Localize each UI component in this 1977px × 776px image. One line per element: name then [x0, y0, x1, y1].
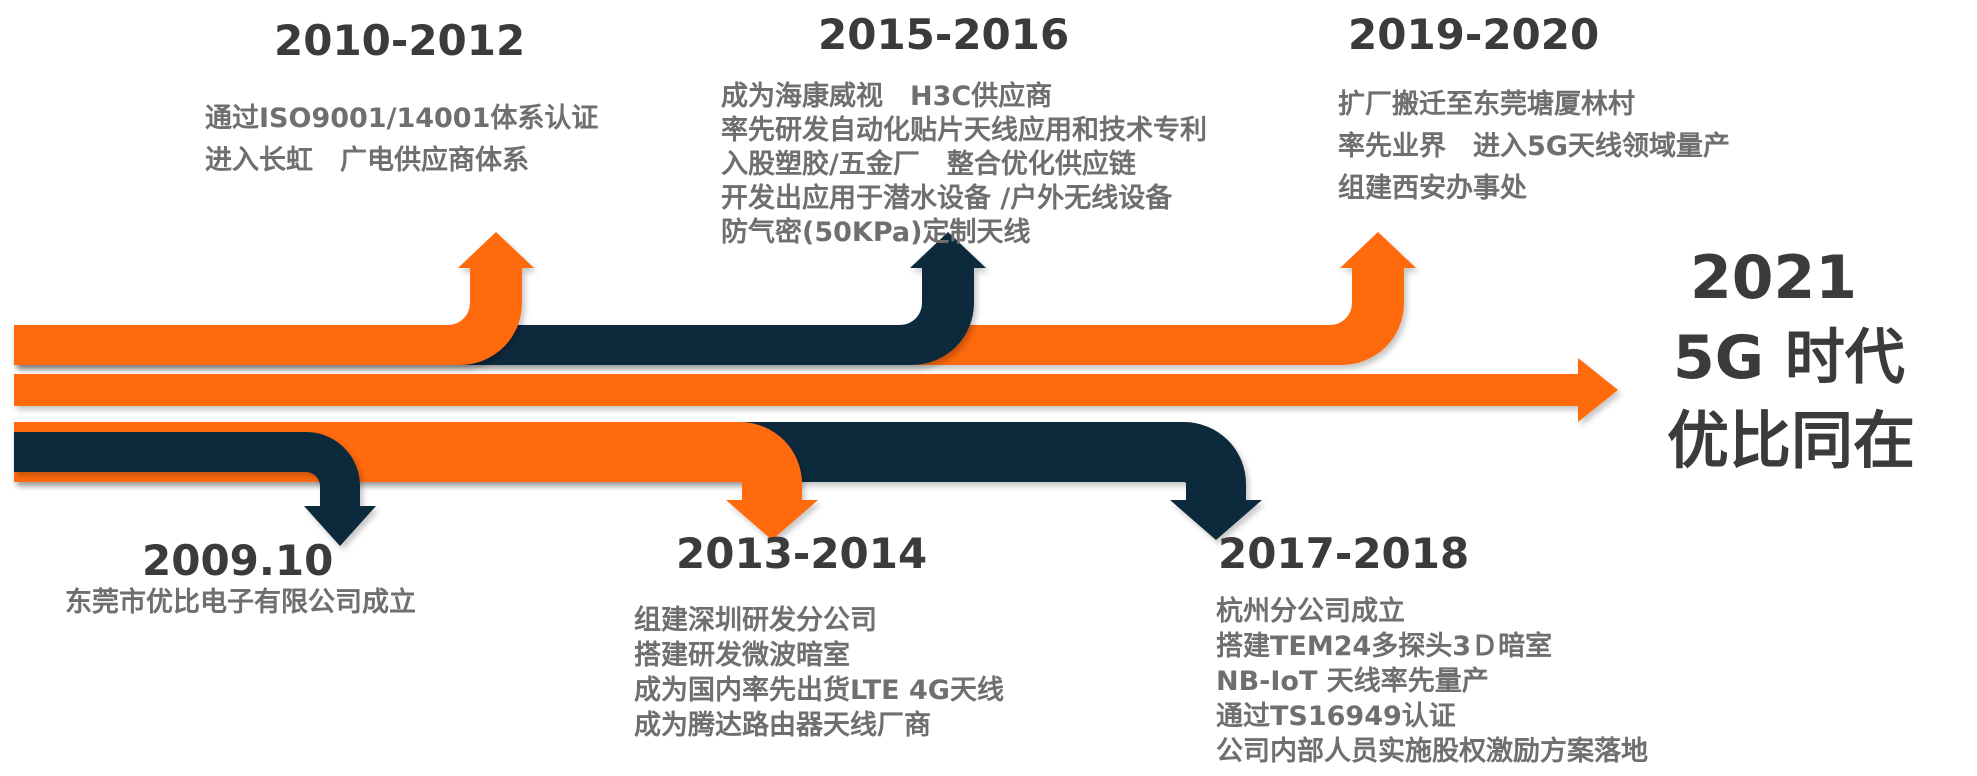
branch-arrow-2010-2012: [14, 232, 534, 365]
milestone-items-2017-2018: 杭州分公司成立 搭建TEM24多探头3Ｄ暗室 NB-IoT 天线率先量产 通过T…: [1216, 594, 1648, 769]
branch-arrow-2009-10: [14, 432, 376, 546]
milestone-item: 组建西安办事处: [1338, 173, 1527, 204]
milestone-item: 组建深圳研发分公司: [634, 605, 877, 636]
milestone-item: 率先研发自动化贴片天线应用和技术专利: [721, 115, 1207, 146]
milestone-item: 杭州分公司成立: [1216, 596, 1405, 627]
milestone-item: 通过ISO9001/14001体系认证: [205, 103, 599, 134]
milestone-item: 开发出应用于潜水设备 /户外无线设备: [721, 183, 1173, 214]
milestone-year-2015-2016: 2015-2016: [818, 10, 1070, 59]
milestone-item: 公司内部人员实施股权激励方案落地: [1216, 736, 1648, 767]
milestone-item: 扩厂搬迁至东莞塘厦林村: [1338, 89, 1635, 120]
main-arrow: [14, 358, 1618, 422]
milestone-item: NB-IoT 天线率先量产: [1216, 666, 1489, 697]
milestone-items-2015-2016: 成为海康威视 H3C供应商 率先研发自动化贴片天线应用和技术专利 入股塑胶/五金…: [721, 80, 1207, 250]
milestone-item: 率先业界 进入5G天线领域量产: [1338, 131, 1730, 162]
milestone-item: 通过TS16949认证: [1216, 701, 1456, 732]
milestone-item: 成为国内率先出货LTE 4G天线: [634, 675, 1004, 706]
milestone-items-2019-2020: 扩厂搬迁至东莞塘厦林村 率先业界 进入5G天线领域量产 组建西安办事处: [1338, 84, 1730, 210]
milestone-year-2017-2018: 2017-2018: [1218, 529, 1470, 578]
milestone-items-2013-2014: 组建深圳研发分公司 搭建研发微波暗室 成为国内率先出货LTE 4G天线 成为腾达…: [634, 603, 1004, 743]
milestone-item: 进入长虹 广电供应商体系: [205, 145, 529, 176]
milestone-item: 入股塑胶/五金厂 整合优化供应链: [721, 149, 1136, 180]
milestone-year-2009-10: 2009.10: [142, 536, 334, 585]
milestone-item: 东莞市优比电子有限公司成立: [65, 587, 416, 618]
finale-year: 2021: [1690, 243, 1857, 313]
finale-line-1: 5G 时代: [1673, 323, 1905, 393]
milestone-item: 搭建研发微波暗室: [634, 640, 850, 671]
milestone-item: 搭建TEM24多探头3Ｄ暗室: [1216, 631, 1553, 662]
milestone-year-2010-2012: 2010-2012: [274, 16, 526, 65]
milestone-year-2019-2020: 2019-2020: [1348, 10, 1600, 59]
milestone-item: 成为海康威视 H3C供应商: [721, 81, 1053, 112]
milestone-items-2009-10: 东莞市优比电子有限公司成立: [65, 585, 416, 620]
milestone-item: 防气密(50KPa)定制天线: [721, 217, 1031, 248]
milestone-year-2013-2014: 2013-2014: [676, 529, 928, 578]
finale-line-2: 优比同在: [1667, 404, 1916, 477]
milestone-items-2010-2012: 通过ISO9001/14001体系认证 进入长虹 广电供应商体系: [205, 98, 598, 182]
milestone-item: 成为腾达路由器天线厂商: [634, 710, 931, 741]
